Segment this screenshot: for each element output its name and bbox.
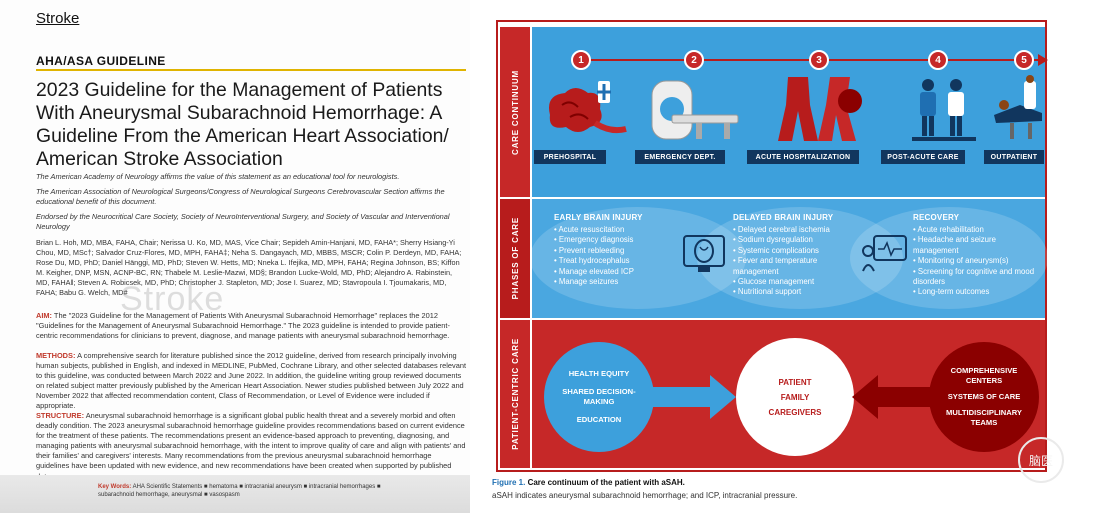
aim-label: AIM:	[36, 311, 53, 320]
journal-watermark: Stroke	[120, 280, 225, 318]
figure-page: CARE CONTINUUM PHASES OF CARE PATIENT-CE…	[470, 0, 1101, 513]
section-tab-care-continuum: CARE CONTINUUM	[500, 27, 530, 197]
stage-number-2: 2	[684, 50, 704, 70]
comprehensive-centers-label: COMPREHENSIVE CENTERS	[950, 366, 1018, 385]
list-item: Screening for cognitive and mood disorde…	[913, 267, 1039, 288]
endorsement-aan: The American Academy of Neurology affirm…	[36, 172, 400, 181]
systems-of-care-label: SYSTEMS OF CARE	[947, 392, 1021, 401]
structure-text: Aneurysmal subarachnoid hemorrhage is a …	[36, 411, 466, 481]
stage-outpatient: OUTPATIENT	[984, 150, 1044, 164]
list-item: Manage seizures	[554, 277, 674, 287]
outpatient-clinic-icon	[994, 75, 1042, 139]
article-kicker: AHA/ASA GUIDELINE	[36, 54, 166, 68]
journal-name[interactable]: Stroke	[36, 10, 80, 27]
rehab-team-icon	[912, 79, 976, 141]
aim-text: The "2023 Guideline for the Management o…	[36, 311, 450, 341]
stage-number-1: 1	[571, 50, 591, 70]
list-item: Fever and temperature management	[733, 256, 857, 277]
methods-text: A comprehensive search for literature pu…	[36, 351, 467, 411]
systems-circle: COMPREHENSIVE CENTERS SYSTEMS OF CARE MU…	[929, 342, 1039, 452]
patient-centric-label: PATIENT-CENTRIC CARE	[510, 338, 520, 450]
care-continuum-band: 1 2 3 4 5	[532, 27, 1048, 197]
list-item: Delayed cerebral ischemia	[733, 225, 857, 235]
figure-number: Figure 1.	[492, 478, 526, 487]
methods-label: METHODS:	[36, 351, 76, 360]
list-item: Glucose management	[733, 277, 857, 287]
phase-delayed-brain-injury: DELAYED BRAIN INJURY Delayed cerebral is…	[733, 213, 857, 298]
list-item: Treat hydrocephalus	[554, 256, 674, 266]
phases-of-care-band: EARLY BRAIN INJURY Acute resuscitation E…	[530, 199, 1048, 318]
multidisciplinary-teams-label: MULTIDISCIPLINARY TEAMS	[946, 408, 1022, 427]
stage-emergency-dept: EMERGENCY DEPT.	[635, 150, 725, 164]
section-tab-phases: PHASES OF CARE	[500, 199, 530, 318]
patient-family-circle: PATIENT FAMILY CAREGIVERS	[736, 338, 854, 456]
arrow-left-icon	[852, 375, 932, 419]
ct-scanner-icon	[651, 80, 739, 140]
caregivers-label: CAREGIVERS	[768, 407, 822, 417]
keywords: Key Words: AHA Scientific Statements ■ h…	[98, 483, 418, 499]
abstract-aim: AIM: The "2023 Guideline for the Managem…	[36, 311, 466, 341]
article-page: Stroke AHA/ASA GUIDELINE 2023 Guideline …	[0, 0, 470, 513]
list-item: Sodium dysregulation	[733, 235, 857, 245]
list-item: Long-term outcomes	[913, 287, 1039, 297]
equity-circle: HEALTH EQUITY SHARED DECISION-MAKING EDU…	[544, 342, 654, 452]
phases-of-care-label: PHASES OF CARE	[510, 217, 520, 300]
care-continuum-label: CARE CONTINUUM	[510, 69, 520, 155]
phase-title: EARLY BRAIN INJURY	[554, 213, 643, 222]
patient-monitor-icon	[862, 235, 907, 272]
shared-decision-making-label: SHARED DECISION-MAKING	[562, 387, 636, 406]
health-equity-label: HEALTH EQUITY	[568, 369, 630, 378]
section-tab-patient-centric: PATIENT-CENTRIC CARE	[500, 320, 530, 468]
channel-logo-icon: 脑医	[1018, 437, 1064, 483]
artery-aneurysm-icon	[778, 77, 862, 141]
phase-title: DELAYED BRAIN INJURY	[733, 213, 834, 222]
arrow-right-icon	[652, 375, 736, 419]
keywords-label: Key Words:	[98, 484, 132, 490]
endorsement-aans: The American Association of Neurological…	[36, 187, 445, 206]
structure-label: STRUCTURE:	[36, 411, 85, 420]
figure-1: CARE CONTINUUM PHASES OF CARE PATIENT-CE…	[496, 20, 1048, 472]
endorsements: The American Academy of Neurology affirm…	[36, 172, 466, 237]
phase-early-brain-injury: EARLY BRAIN INJURY Acute resuscitation E…	[554, 213, 674, 287]
figure-caption-text: Care continuum of the patient with aSAH.	[525, 478, 685, 487]
stage-number-4: 4	[928, 50, 948, 70]
list-item: Manage elevated ICP	[554, 267, 674, 277]
abstract-methods: METHODS: A comprehensive search for lite…	[36, 351, 466, 412]
list-item: Prevent rebleeding	[554, 246, 674, 256]
brain-aneurysm-icon	[549, 81, 627, 134]
stage-number-3: 3	[809, 50, 829, 70]
continuum-arrow-head-icon	[1038, 54, 1048, 66]
abstract-structure: STRUCTURE: Aneurysmal subarachnoid hemor…	[36, 411, 466, 482]
list-item: Monitoring of aneurysm(s)	[913, 256, 1039, 266]
list-item: Systemic complications	[733, 246, 857, 256]
ct-scan-monitor-icon	[683, 235, 725, 272]
article-title: 2023 Guideline for the Management of Pat…	[36, 79, 449, 170]
figure-caption-title: Figure 1. Care continuum of the patient …	[492, 478, 685, 487]
stage-post-acute-care: POST-ACUTE CARE	[881, 150, 965, 164]
patient-label: PATIENT	[778, 377, 812, 387]
page-footer	[0, 475, 470, 513]
phase-recovery: RECOVERY Acute rehabilitation Headache a…	[913, 213, 1039, 298]
author-list: Brian L. Hoh, MD, MBA, FAHA, Chair; Neri…	[36, 238, 462, 298]
kicker-rule	[36, 69, 466, 71]
stage-prehospital: PREHOSPITAL	[534, 150, 606, 164]
phase-title: RECOVERY	[913, 213, 960, 222]
list-item: Acute rehabilitation	[913, 225, 1039, 235]
list-item: Headache and seizure management	[913, 235, 1039, 256]
keywords-text: AHA Scientific Statements ■ hematoma ■ i…	[98, 484, 381, 498]
list-item: Emergency diagnosis	[554, 235, 674, 245]
stage-acute-hospitalization: ACUTE HOSPITALIZATION	[747, 150, 859, 164]
list-item: Nutritional support	[733, 287, 857, 297]
patient-centric-band: HEALTH EQUITY SHARED DECISION-MAKING EDU…	[532, 320, 1045, 468]
family-label: FAMILY	[780, 392, 810, 402]
list-item: Acute resuscitation	[554, 225, 674, 235]
stage-number-5: 5	[1014, 50, 1034, 70]
education-label: EDUCATION	[576, 415, 622, 424]
figure-caption-body: aSAH indicates aneurysmal subarachnoid h…	[492, 491, 798, 500]
endorsement-societies: Endorsed by the Neurocritical Care Socie…	[36, 212, 450, 231]
